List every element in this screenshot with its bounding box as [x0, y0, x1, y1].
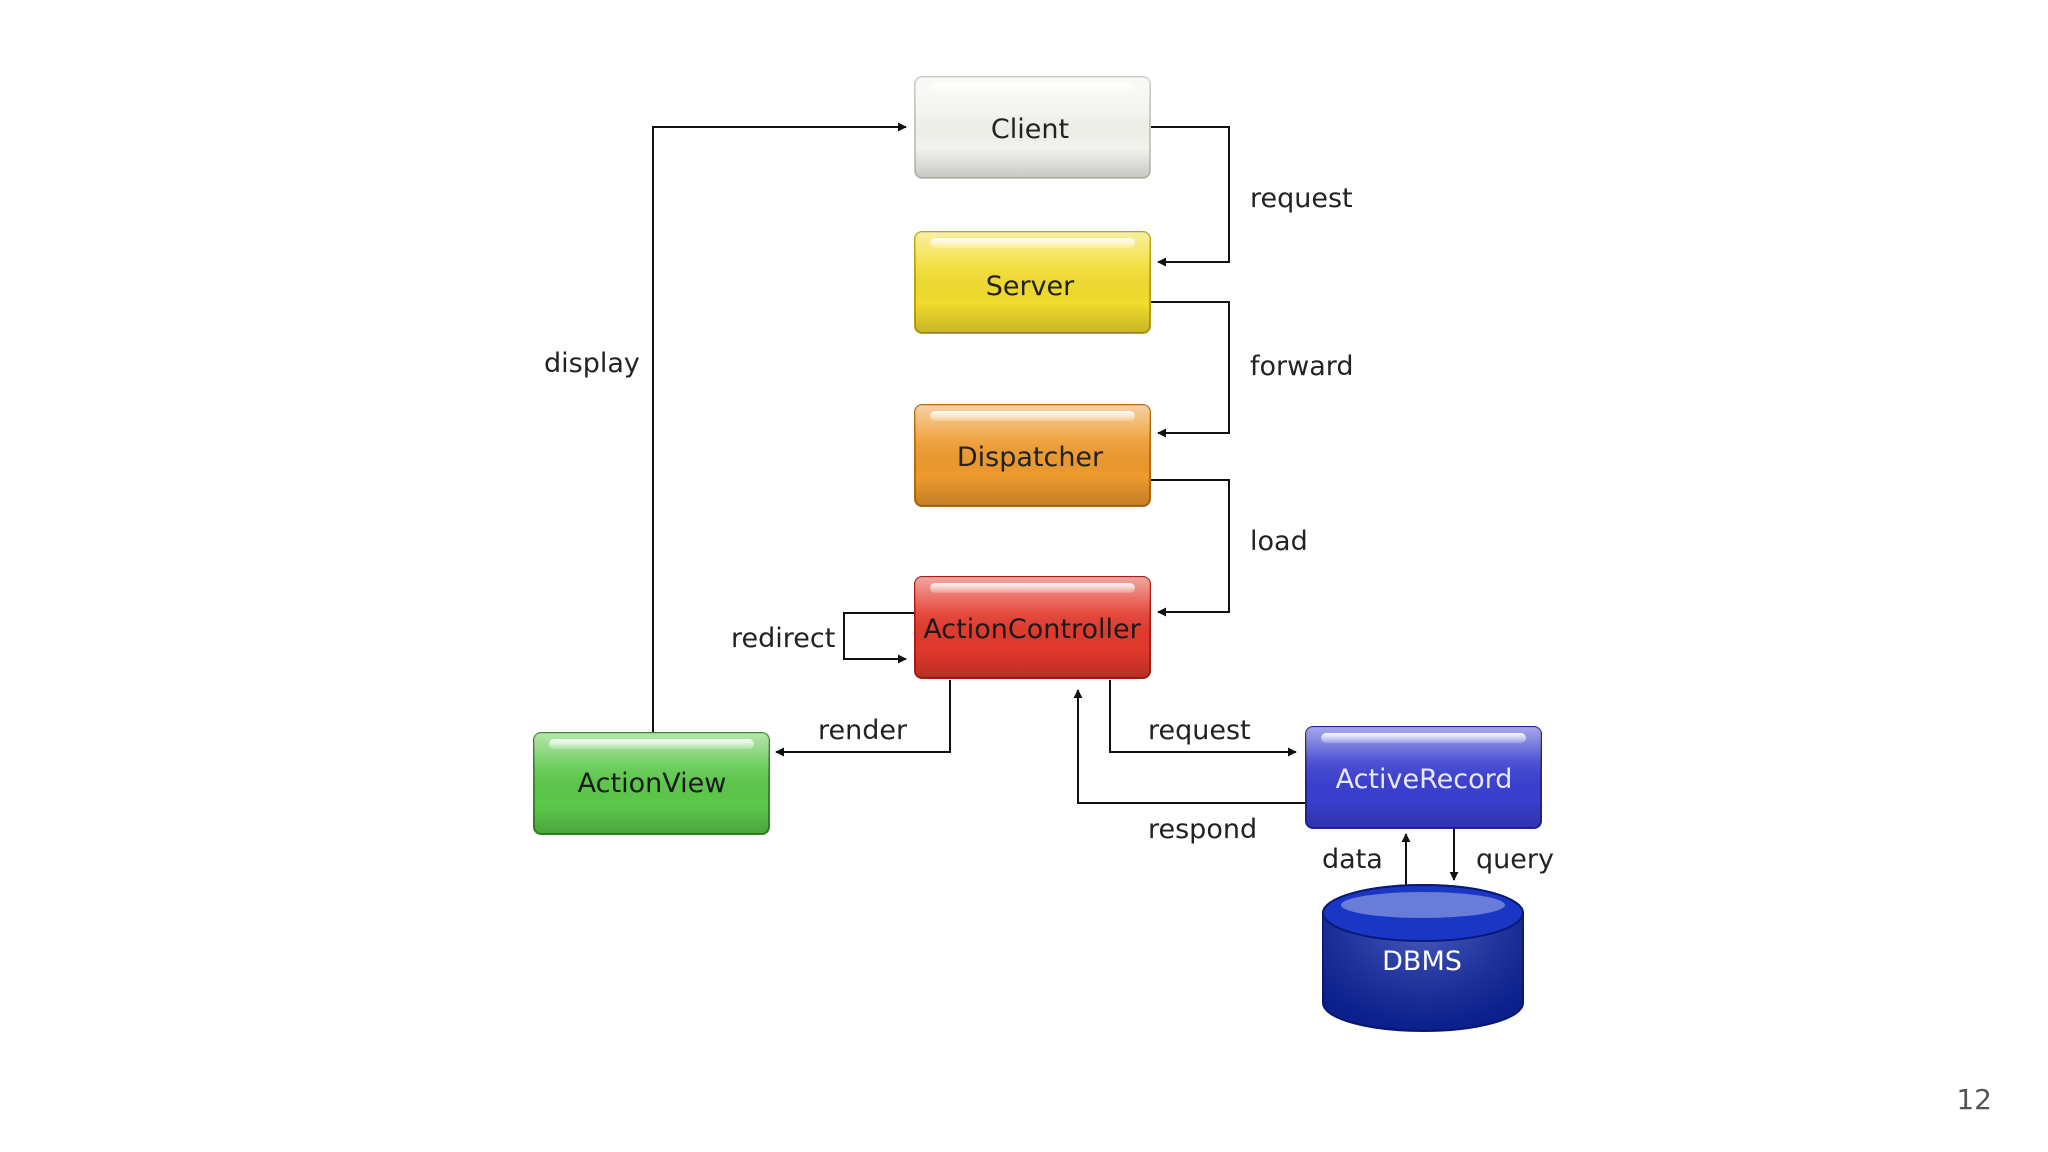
label-query: query — [1476, 844, 1554, 875]
label-request-client-server: request — [1250, 183, 1353, 214]
label-forward: forward — [1250, 351, 1354, 382]
node-dispatcher-label: Dispatcher — [957, 442, 1104, 473]
edge-controller-to-record — [1109, 680, 1297, 757]
edge-labels: request forward load redirect render dis… — [544, 183, 1554, 875]
node-dispatcher: Dispatcher — [914, 404, 1151, 507]
node-client: Client — [914, 76, 1151, 179]
node-server: Server — [914, 231, 1151, 334]
edge-controller-redirect — [843, 612, 915, 664]
label-render: render — [818, 715, 908, 746]
page-number: 12 — [1956, 1083, 1992, 1116]
edge-controller-to-view — [775, 680, 951, 757]
label-respond: respond — [1148, 814, 1257, 845]
node-active-record-label: ActiveRecord — [1336, 764, 1513, 795]
label-data: data — [1322, 844, 1383, 875]
node-action-controller: ActionController — [914, 576, 1151, 679]
edge-client-to-server — [1150, 126, 1230, 267]
label-display: display — [544, 348, 640, 379]
node-action-view-label: ActionView — [578, 768, 727, 799]
edge-dispatcher-to-controller — [1150, 479, 1230, 617]
edge-record-to-controller — [1073, 689, 1306, 804]
node-action-view: ActionView — [533, 732, 770, 835]
node-action-controller-label: ActionController — [923, 614, 1141, 645]
node-dbms: DBMS — [1322, 884, 1524, 1032]
edge-view-to-client — [652, 122, 907, 733]
node-dbms-label: DBMS — [1382, 946, 1462, 977]
connectors — [652, 122, 1459, 888]
label-load: load — [1250, 526, 1308, 557]
node-active-record: ActiveRecord — [1305, 726, 1542, 829]
label-request-controller-record: request — [1148, 715, 1251, 746]
node-server-label: Server — [986, 271, 1075, 302]
node-client-label: Client — [991, 114, 1069, 145]
edge-server-to-dispatcher — [1150, 301, 1230, 438]
label-redirect: redirect — [731, 623, 835, 654]
